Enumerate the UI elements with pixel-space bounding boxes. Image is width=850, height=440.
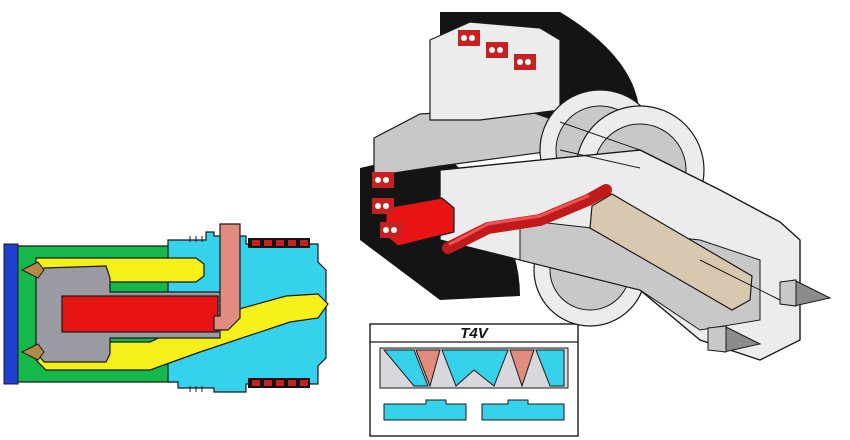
inset-cyan-left — [382, 349, 429, 387]
inset-tip-right — [509, 349, 535, 388]
heater-element — [61, 295, 219, 333]
heater-band-bottom — [248, 378, 310, 388]
heater-pipe — [442, 184, 612, 254]
gate-tip-lower — [20, 343, 45, 361]
cutaway-3d-diagram — [360, 12, 832, 361]
heater-band-top — [248, 238, 310, 248]
coil-windows-top — [458, 30, 536, 70]
torpedo-insert — [589, 193, 753, 311]
cross-section-diagram — [3, 223, 329, 393]
inset-cyan-right — [535, 349, 565, 387]
gate-tip-upper — [20, 261, 45, 279]
inset-plate-left — [383, 399, 467, 421]
inset-title: T4V — [460, 325, 490, 342]
t4v-inset: T4V — [369, 323, 579, 437]
housing-top-face — [429, 21, 561, 121]
inset-cyan-mid — [441, 349, 509, 387]
barrel-edges — [559, 121, 781, 301]
gate-pin-lower — [707, 325, 762, 353]
gate-pin-upper — [779, 279, 832, 307]
blue-plate — [3, 243, 19, 385]
coil-windows-left — [372, 172, 402, 238]
inset-plate-right — [481, 399, 565, 421]
inset-tip-left — [415, 349, 441, 388]
housing-ribs — [189, 236, 203, 392]
thermocouple — [213, 223, 241, 331]
